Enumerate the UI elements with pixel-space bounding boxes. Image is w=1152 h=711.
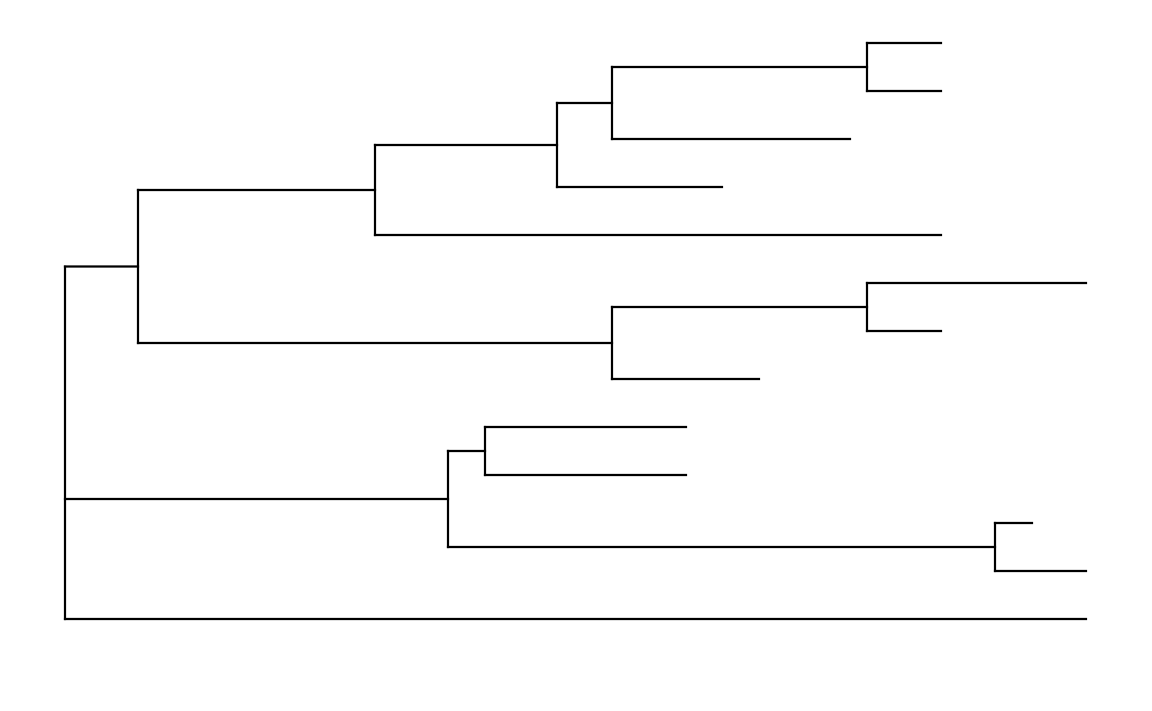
tree-branches — [63, 41, 1088, 621]
